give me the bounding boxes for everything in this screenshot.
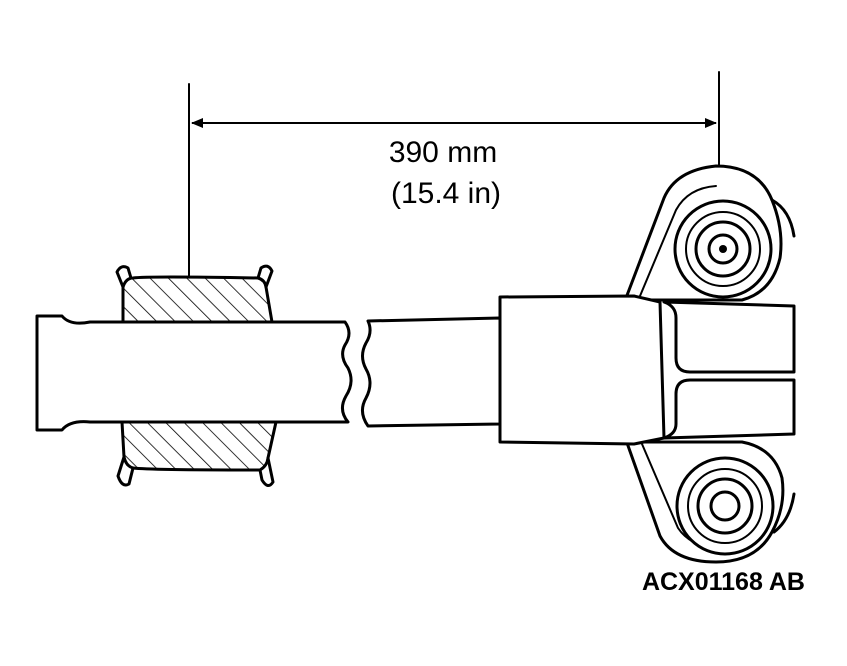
clevis-upper-rim <box>639 185 717 297</box>
clevis-upper-edge <box>770 198 796 238</box>
bushing <box>115 264 278 487</box>
upper-eye <box>673 199 773 299</box>
shaft-right-segment <box>361 316 502 428</box>
dimension-callout: 390 mm (15.4 in) <box>188 71 720 277</box>
clevis-end <box>498 164 796 564</box>
clevis-body <box>498 294 666 446</box>
bushing-lower-flange-right <box>258 456 275 487</box>
bushing-upper-flange-right <box>256 264 274 289</box>
bushing-lower-half <box>120 420 278 472</box>
bushing-lower-flange-left <box>116 455 135 487</box>
bushing-upper-flange-left <box>115 265 133 289</box>
fork-tine-lower <box>662 378 796 440</box>
figure-id: ACX01168 AB <box>642 568 805 596</box>
lower-eye <box>675 456 775 556</box>
bushing-upper-half <box>121 275 274 324</box>
dimension-imperial-label: (15.4 in) <box>391 177 501 210</box>
shaft-left-segment <box>35 314 353 432</box>
fork-tine-upper <box>662 300 796 374</box>
dimension-metric-label: 390 mm <box>389 136 497 169</box>
clevis-lower-edge <box>772 492 796 534</box>
bar-shaft <box>35 314 502 432</box>
